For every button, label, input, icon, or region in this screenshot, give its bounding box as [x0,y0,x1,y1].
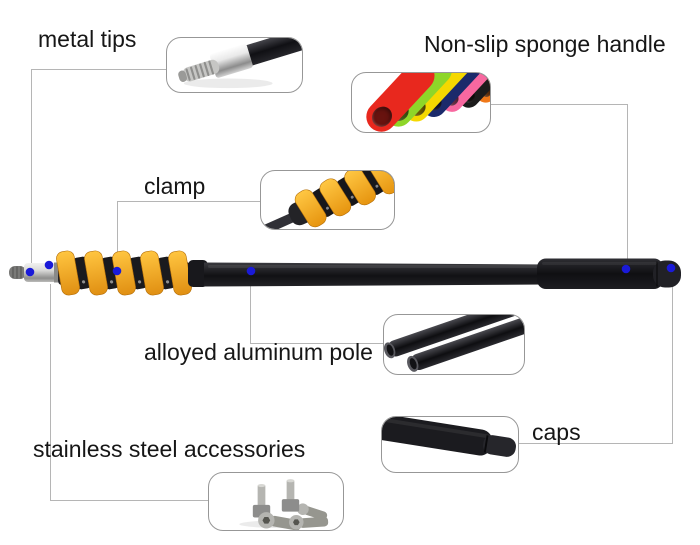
marker-dots [25,260,676,277]
sponge-tube-hole [367,101,397,131]
pole-clamp-section [56,250,208,296]
callout-line-stainless [50,284,209,501]
marker-dot [112,266,122,276]
aluminum-pole-inset-image [383,314,525,375]
marker-dot [25,267,35,277]
pole-collar [188,260,208,287]
label-stainless: stainless steel accessories [33,436,306,462]
callout-line-metal-tips [31,69,167,269]
label-clamp: clamp [144,173,206,199]
marker-dot [44,260,54,270]
pole-end-cap [653,260,681,288]
pole-shaft [204,262,545,287]
marker-dot [666,263,676,273]
telescopic-pole-image [9,250,681,296]
callout-line-clamp [117,201,261,271]
clamp-inset-image [260,170,395,230]
clamp-closeup-icon [261,171,394,229]
pole-sponge-handle [537,258,663,289]
cap-inset-image [381,416,519,473]
sponge-handle-inset-image [351,72,491,133]
metal-tip-closeup-icon [178,38,302,89]
marker-dot [621,264,631,274]
aluminum-pole-closeup-icon [384,315,524,372]
callout-line-sponge-handle [490,104,628,267]
metal-tip-inset-image [166,37,303,93]
label-aluminum-pole: alloyed aluminum pole [144,339,373,365]
label-caps: caps [532,419,581,445]
label-metal-tips: metal tips [38,26,137,52]
callout-line-aluminum-pole [250,278,384,344]
marker-dot [246,266,256,276]
cap-closeup-icon [382,417,516,457]
screws-inset-image [208,472,344,531]
sponge-tubes [352,73,490,132]
stainless-screws-closeup-icon [239,479,329,530]
callout-line-caps [519,278,673,444]
label-sponge-handle: Non-slip sponge handle [424,31,666,57]
